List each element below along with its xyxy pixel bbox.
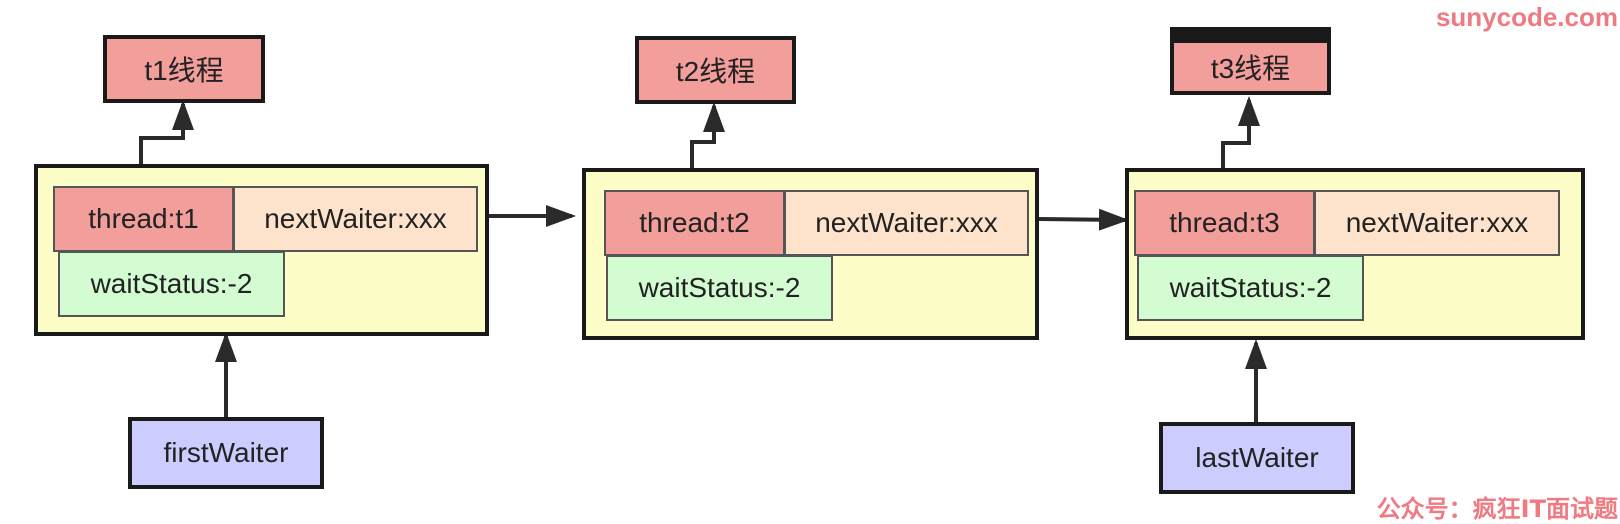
t3-thread-label: t3线程 xyxy=(1170,27,1331,95)
arrow-node2-to-node3 xyxy=(1038,208,1129,231)
thread-field: thread:t2 xyxy=(604,190,785,256)
first-waiter-pointer: firstWaiter xyxy=(128,417,324,489)
next-waiter-field: nextWaiter:xxx xyxy=(233,186,478,252)
t1-thread-label: t1线程 xyxy=(103,35,265,103)
account-watermark: 公众号：疯狂IT面试题 xyxy=(1376,495,1618,523)
waiter-node-3: thread:t3 nextWaiter:xxx waitStatus:-2 xyxy=(1125,168,1585,340)
last-waiter-pointer: lastWaiter xyxy=(1159,422,1355,494)
wait-status-field: waitStatus:-2 xyxy=(606,255,833,321)
waiter-node-2: thread:t2 nextWaiter:xxx waitStatus:-2 xyxy=(582,168,1039,340)
thread-field: thread:t3 xyxy=(1134,190,1315,256)
wait-status-field: waitStatus:-2 xyxy=(58,251,285,317)
t2-thread-label: t2线程 xyxy=(635,36,796,104)
site-watermark: sunycode.com xyxy=(1435,2,1618,32)
waiter-node-1: thread:t1 nextWaiter:xxx waitStatus:-2 xyxy=(34,164,489,336)
arrow-node2-to-t2 xyxy=(690,102,725,186)
arrow-node1-to-t1 xyxy=(139,100,194,182)
next-waiter-field: nextWaiter:xxx xyxy=(784,190,1029,256)
thread-field: thread:t1 xyxy=(53,186,234,252)
next-waiter-field: nextWaiter:xxx xyxy=(1314,190,1560,256)
arrow-node3-to-t3 xyxy=(1221,96,1260,187)
wait-status-field: waitStatus:-2 xyxy=(1137,255,1364,321)
